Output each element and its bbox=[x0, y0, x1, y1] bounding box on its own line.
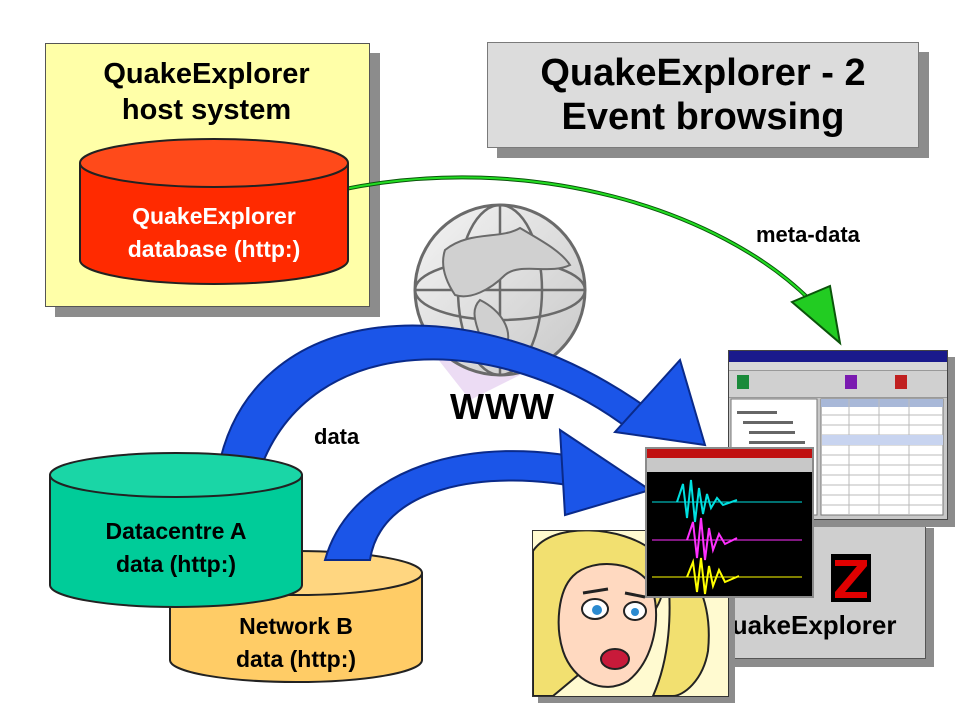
network-b-label: Network B data (http:) bbox=[170, 610, 422, 676]
toolbar-icon-1 bbox=[737, 375, 749, 389]
app-window-seismogram-titlebar bbox=[647, 449, 812, 458]
www-label: WWW bbox=[450, 386, 555, 427]
host-title-line-1: QuakeExplorer bbox=[103, 58, 310, 90]
datacentre-a-line-2: data (http:) bbox=[115, 551, 237, 577]
seismogram-traces bbox=[652, 479, 802, 595]
qe-database-line-2: database (http:) bbox=[127, 236, 301, 262]
network-b-line-1: Network B bbox=[239, 613, 353, 639]
qe-database-label: QuakeExplorer database (http:) bbox=[80, 200, 348, 266]
datacentre-a-label: Datacentre A data (http:) bbox=[50, 515, 302, 581]
quakeexplorer-logo-icon bbox=[831, 554, 871, 602]
network-b-line-2: data (http:) bbox=[235, 646, 357, 672]
app-window-main-menubar bbox=[729, 362, 947, 371]
qe-database-cylinder bbox=[79, 138, 349, 285]
quakeexplorer-panel-label: QuakeExplorer bbox=[711, 610, 897, 640]
app-window-main-titlebar bbox=[729, 351, 947, 362]
datacentre-a-line-1: Datacentre A bbox=[105, 518, 247, 544]
meta-data-label: meta-data bbox=[756, 222, 860, 247]
toolbar-icon-3 bbox=[895, 375, 907, 389]
data-arrow-upper bbox=[216, 324, 707, 471]
app-window-seismogram-toolbar bbox=[647, 458, 812, 472]
app-window-seismogram bbox=[645, 447, 814, 598]
datacentre-a-cylinder bbox=[49, 452, 303, 608]
host-title-line-2: host system bbox=[121, 94, 292, 126]
data-arrow-lower bbox=[323, 428, 653, 561]
qe-database-line-1: QuakeExplorer bbox=[132, 203, 296, 229]
app-window-main-toolbar bbox=[729, 371, 947, 398]
title-box: QuakeExplorer - 2 Event browsing bbox=[487, 42, 919, 148]
meta-data-arrow bbox=[339, 175, 842, 346]
toolbar-icon-2 bbox=[845, 375, 857, 389]
title-line-1: QuakeExplorer - 2 bbox=[540, 52, 866, 94]
title-line-2: Event browsing bbox=[561, 96, 845, 138]
data-label: data bbox=[314, 424, 360, 449]
host-system-title: QuakeExplorer host system bbox=[45, 56, 368, 128]
